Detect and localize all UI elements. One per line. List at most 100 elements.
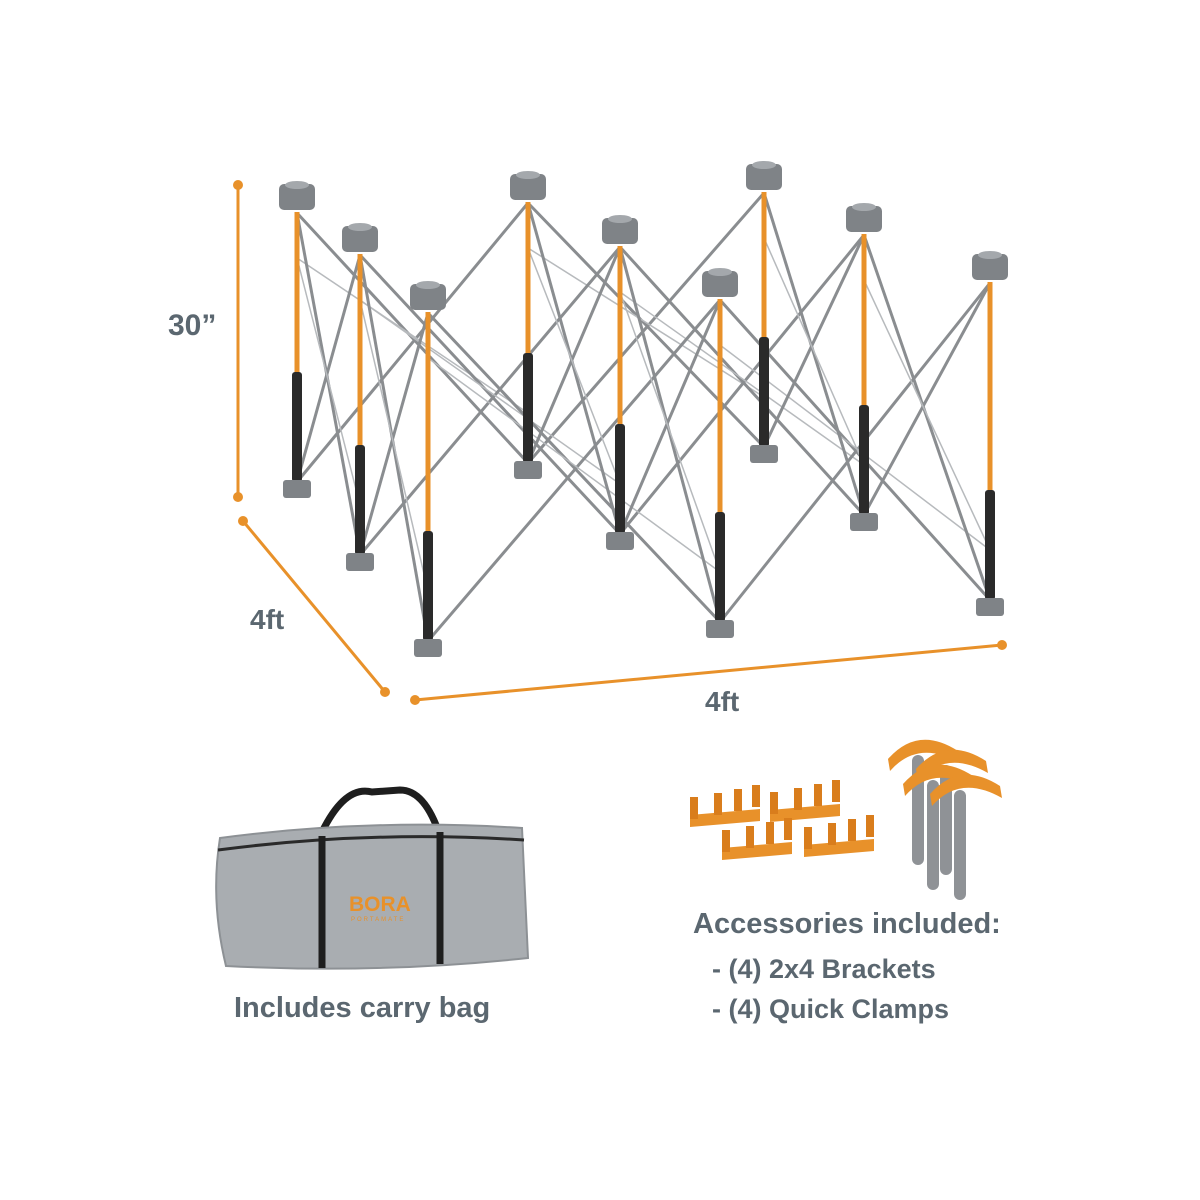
bracket [722,818,792,860]
foot [750,445,778,463]
bracket-base [770,804,840,822]
bracket-tab [770,792,778,814]
bracket-tab [784,818,792,840]
leg-sleeve [355,445,365,555]
clamp-arm [930,774,1002,806]
bracket-tab [814,784,822,806]
foot [514,461,542,479]
bracket [804,815,874,857]
bracket-tab [722,830,730,852]
cable [359,299,429,592]
bora-logo-text: BORA [349,893,411,916]
leg-sleeve [985,490,995,600]
bracket [690,785,760,827]
cable [427,357,721,573]
height-dimension-line-end [233,492,243,502]
bag-body [215,823,530,970]
strut [295,254,362,483]
cable [619,291,721,573]
frame-struts [295,192,992,642]
bag-zipper [217,835,525,852]
bracket-tab [714,793,722,815]
top-cap [279,184,315,210]
support-leg [342,223,378,571]
strut [295,202,530,483]
foot [976,598,1004,616]
leg-sleeve [292,372,302,482]
accessory-item-brackets: - (4) 2x4 Brackets [712,954,936,984]
width-dimension-label: 4ft [705,686,740,717]
strut [762,192,866,516]
top-cap-face [852,203,876,211]
support-leg [702,268,738,638]
top-cap [342,226,378,252]
strut [618,245,866,517]
top-cap [702,271,738,297]
accessory-item-clamps: - (4) Quick Clamps [712,994,950,1024]
strut [426,311,722,624]
foot [283,480,311,498]
bracket-tab [752,785,760,807]
clamp-post [927,780,939,890]
cable [619,291,865,466]
bracket-tab [804,827,812,849]
width-dimension-line [414,643,1003,702]
bracket-base [722,842,792,860]
support-leg [602,215,638,550]
support-leg [972,251,1008,616]
top-cap-face [516,171,540,179]
leg-sleeve [759,337,769,447]
support-leg [846,203,882,531]
height-dimension-label: 30” [168,309,217,342]
centipede-work-support [279,161,1008,657]
top-cap-face [608,215,632,223]
bracket-base [690,809,760,827]
bag-handle [318,786,444,840]
strut [862,234,992,601]
brackets-image [690,780,874,860]
top-cap [602,218,638,244]
top-cap [746,164,782,190]
depth-dimension-line-end [380,687,390,697]
support-leg [510,171,546,479]
cable [527,247,621,485]
strut [618,299,722,535]
bracket-tab [848,819,856,841]
depth-dimension-label: 4ft [250,604,285,635]
height-dimension-line-end [233,180,243,190]
width-dimension-line-end [410,695,420,705]
quick-clamps-image [888,739,1002,900]
strut [358,253,622,536]
bracket-base [804,839,874,857]
clamp-post [954,790,966,900]
bracket-tab [794,788,802,810]
strut [862,282,992,516]
bracket [770,780,840,822]
leg-sleeve [615,424,625,534]
foot [414,639,442,657]
strut [526,246,622,464]
bracket-tab [832,780,840,802]
strut [618,246,722,623]
foot [606,532,634,550]
cable [296,257,529,414]
leg-sleeve [423,531,433,641]
dimension-lines [233,180,1007,705]
quick-clamp [903,764,975,890]
support-leg [746,161,782,463]
cable [359,299,621,485]
clamp-arm [903,764,975,796]
top-cap-face [348,223,372,231]
strut [526,202,622,535]
bracket-tab [828,823,836,845]
strut [526,192,766,464]
depth-dimension-line-end [238,516,248,526]
bora-logo-subtext: PORTAMATE [351,917,405,923]
clamp-arm [888,739,960,771]
support-leg [279,181,315,498]
cable [296,257,361,506]
depth-dimension-line [241,520,387,693]
bracket-tab [866,815,874,837]
